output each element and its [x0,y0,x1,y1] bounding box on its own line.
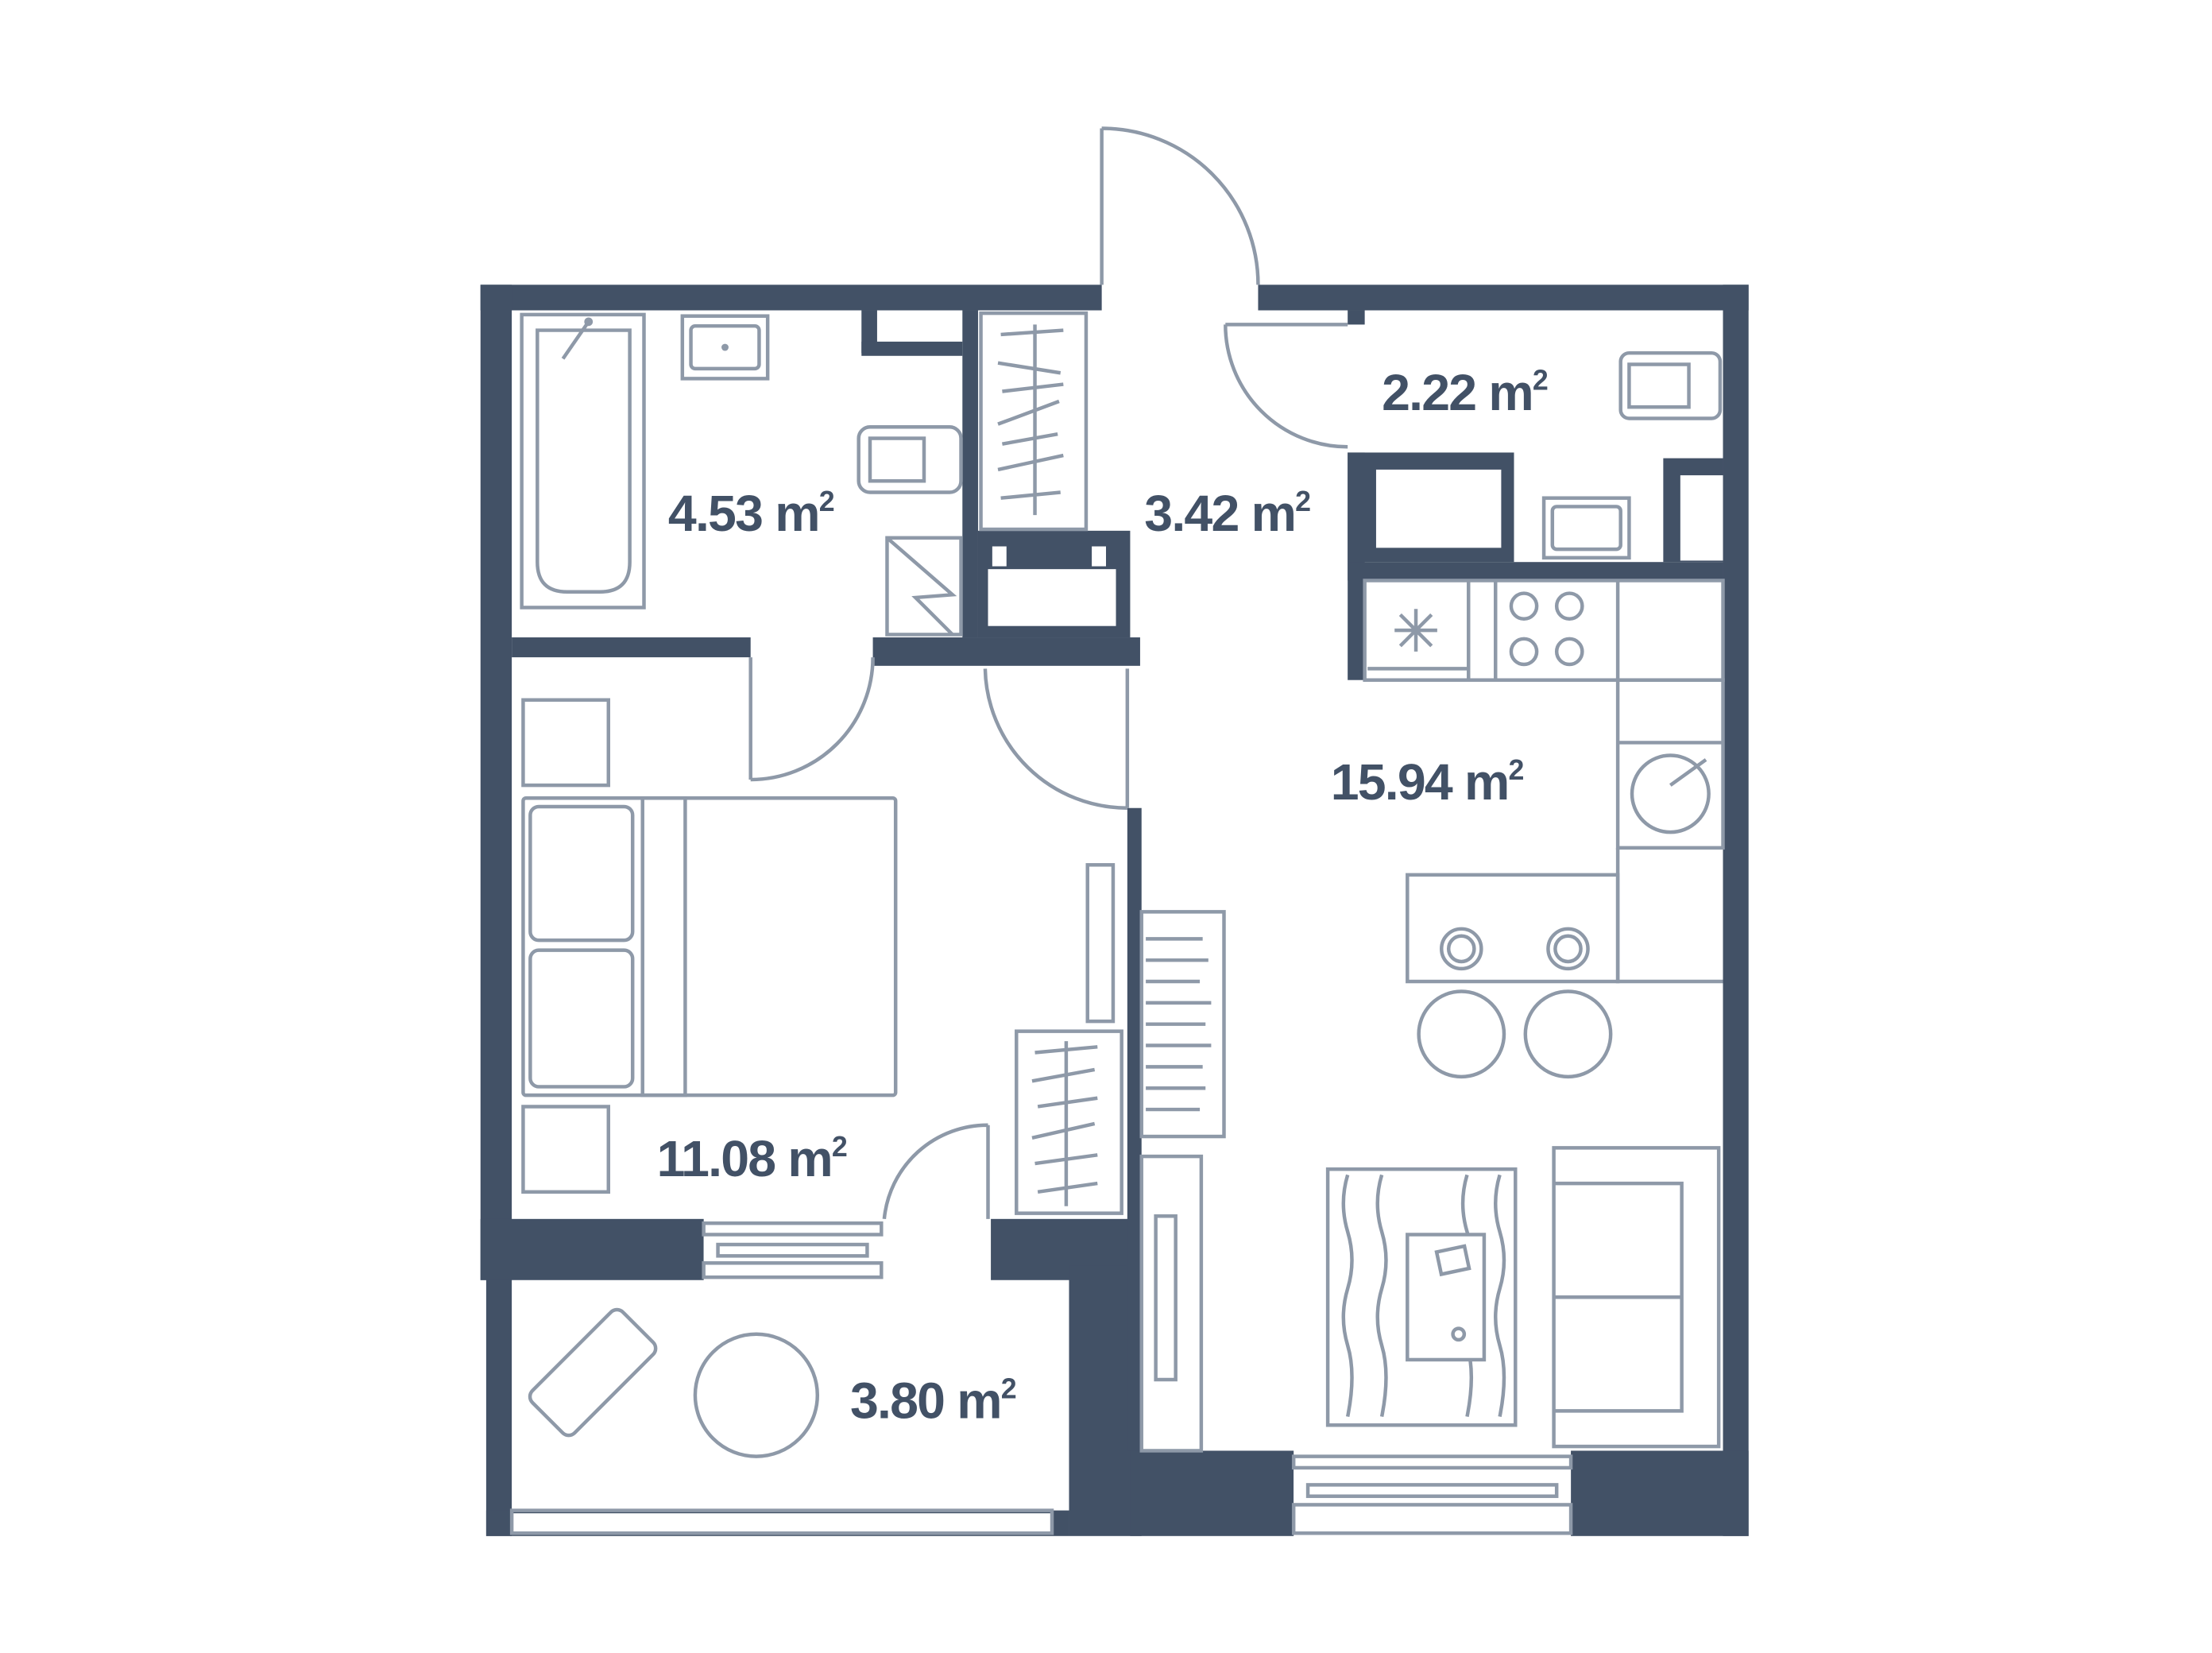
walls [480,285,1749,1536]
area-label-balcony: 3.80 m2 [850,1372,1016,1429]
area-label-bathroom: 4.53 m2 [668,485,834,542]
area-labels: 4.53 m2 3.42 m2 2.22 m2 15.94 m2 11.08 m… [657,364,1549,1430]
area-label-toilet: 2.22 m2 [1382,364,1548,421]
area-label-hallway: 3.42 m2 [1144,485,1310,542]
furniture [520,311,1725,1458]
area-label-bedroom: 11.08 m2 [657,1130,847,1187]
doors [748,126,1348,1220]
windows [509,1221,1573,1535]
area-label-kitchen-living: 15.94 m2 [1331,753,1524,811]
